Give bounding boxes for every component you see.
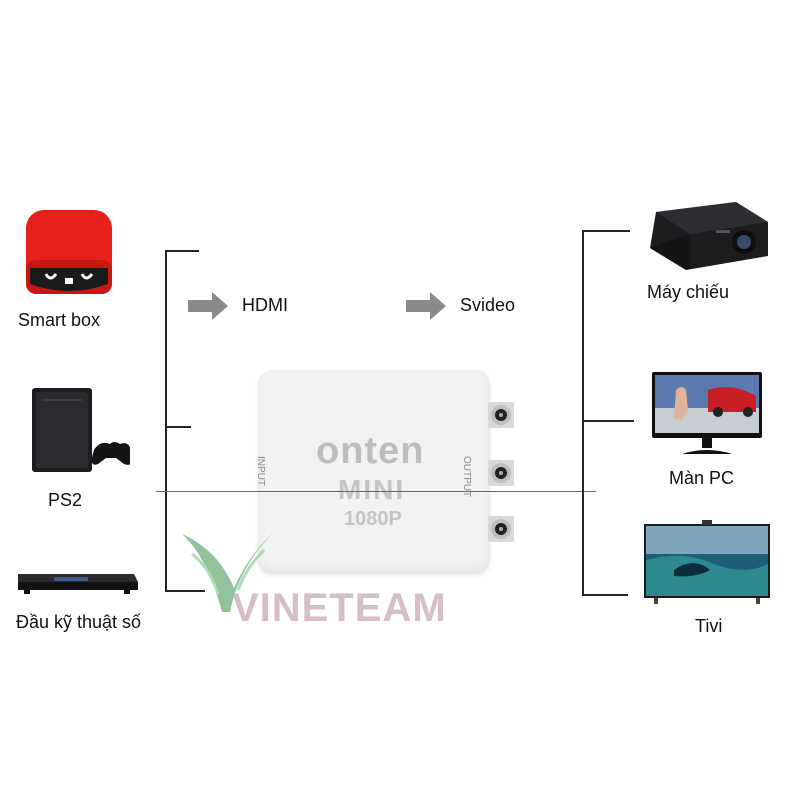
- hdmi-arrow-icon: [188, 292, 230, 320]
- input-label-digital-receiver: Đầu kỹ thuật số: [16, 612, 142, 632]
- digital-receiver-icon: [14, 568, 140, 596]
- rca-port-top: [488, 400, 516, 430]
- tv-icon: [644, 520, 770, 606]
- ps2-console-icon: [30, 384, 133, 476]
- device-resolution: 1080P: [344, 508, 402, 530]
- input-port-label: INPUT: [255, 456, 266, 486]
- device-model: MINI: [338, 474, 406, 505]
- watermark-wing-icon: [178, 528, 278, 620]
- output-label-tv: Tivi: [695, 616, 723, 636]
- svideo-label: Svideo: [460, 295, 516, 315]
- converter-device: INPUT OUTPUT onten MINI 1080P: [255, 370, 490, 574]
- svideo-arrow-icon: [406, 292, 448, 320]
- pc-monitor-icon: [652, 372, 762, 456]
- connection-line: [156, 491, 596, 492]
- watermark-text: VINETEAM: [232, 586, 447, 630]
- output-label-pc-monitor: Màn PC: [669, 468, 735, 488]
- smart-box-icon: [24, 208, 114, 300]
- device-brand: onten: [316, 430, 425, 472]
- hdmi-label: HDMI: [242, 295, 288, 315]
- output-label-projector: Máy chiếu: [647, 282, 730, 302]
- input-label-ps2: PS2: [48, 490, 83, 510]
- rca-port-bottom: [488, 514, 516, 544]
- rca-port-middle: [488, 458, 516, 488]
- projector-icon: [646, 200, 772, 272]
- input-label-smart-box: Smart box: [18, 310, 101, 330]
